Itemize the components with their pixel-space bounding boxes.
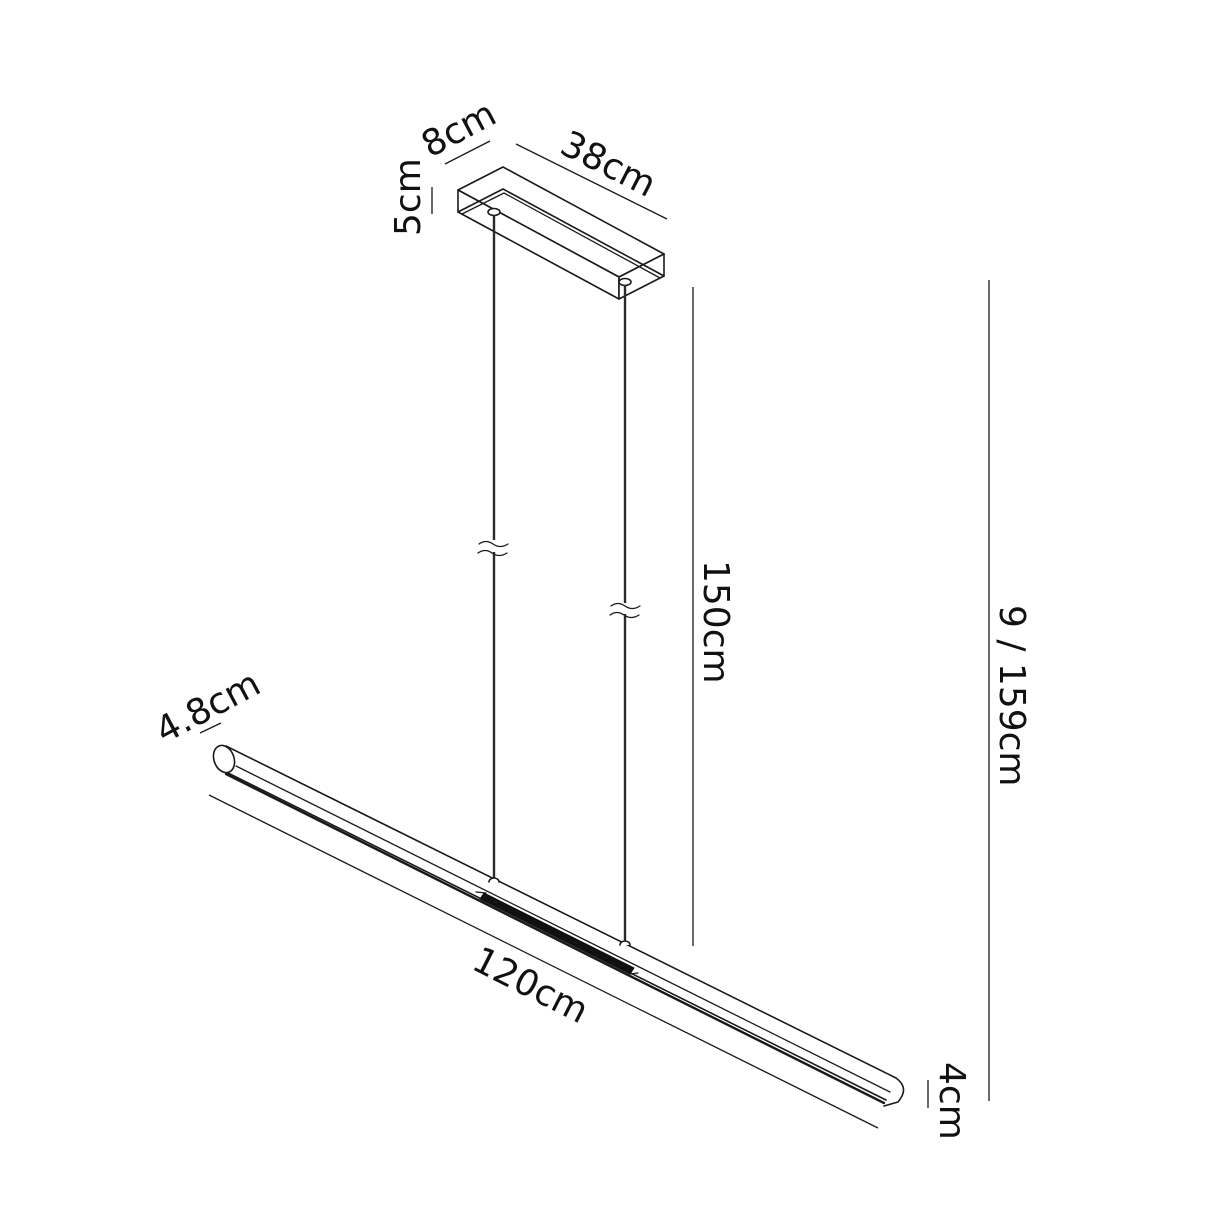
suspension-wire-right [609, 285, 641, 942]
label-canopy-depth: 8cm [415, 93, 503, 166]
ceiling-canopy [457, 166, 665, 300]
dim-line-bar-width [199, 722, 222, 734]
light-bar [212, 744, 905, 1107]
suspension-wire-left [477, 215, 509, 878]
bar-end-cap-left [212, 744, 236, 774]
wire-break-symbol [478, 540, 509, 548]
bar-end-cap-right [883, 1077, 905, 1107]
wire-break-symbol [610, 602, 641, 610]
label-bar-length: 120cm [466, 939, 595, 1032]
wire-attachment-left [488, 877, 500, 883]
label-canopy-height: 5cm [388, 158, 429, 236]
dim-line-canopy-depth [444, 140, 491, 165]
label-canopy-length: 38cm [554, 123, 662, 205]
canopy-mount-hole-right [618, 277, 632, 287]
dim-line-bar-length [208, 794, 879, 1129]
label-suspension-length: 150cm [695, 560, 736, 684]
canopy-mount-hole-left [487, 207, 501, 217]
label-bar-height: 4cm [931, 1062, 972, 1140]
label-bar-width: 4.8cm [149, 663, 267, 752]
dim-line-canopy-length [515, 143, 668, 220]
label-overall-height: 9 / 159cm [991, 605, 1032, 787]
wire-attachment-right [619, 940, 631, 946]
